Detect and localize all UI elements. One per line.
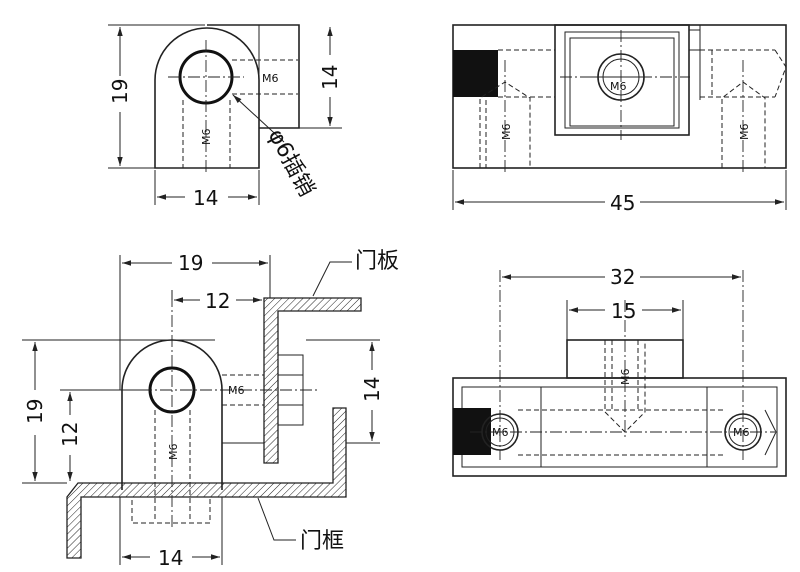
- dim-bottom-14: 14: [158, 546, 183, 570]
- dim-height: 19: [108, 79, 132, 104]
- thread-left: M6: [500, 124, 513, 141]
- front-view-top: M6 M6 M6 45: [452, 24, 787, 215]
- dim-bottom: 14: [193, 186, 218, 210]
- dim-12: 12: [205, 289, 230, 313]
- dim-right-14: 14: [360, 377, 384, 402]
- thread-label-h: M6: [262, 72, 279, 85]
- thread-h-bottom: M6: [228, 384, 245, 397]
- thread-center: M6: [610, 80, 627, 93]
- front-view-bottom: M6 M6 M6 32 15: [452, 265, 787, 477]
- label-door-frame: 门框: [300, 529, 344, 554]
- dim-top-19: 19: [178, 251, 203, 275]
- dim-15: 15: [611, 299, 636, 323]
- thread-right-bottom: M6: [733, 426, 750, 439]
- dim-left-19: 19: [23, 399, 47, 424]
- dim-right: 14: [318, 65, 342, 90]
- side-view-top: M6 M6 19 14 14 φ6插销: [108, 24, 342, 210]
- side-view-bottom: M6 M6 19 12 19 12 14: [22, 249, 399, 570]
- thread-top-bottom: M6: [619, 369, 632, 386]
- dim-width-45: 45: [610, 191, 635, 215]
- label-door-panel: 门板: [355, 249, 399, 274]
- dim-left-12: 12: [58, 422, 82, 447]
- dim-32: 32: [610, 265, 635, 289]
- thread-v-bottom: M6: [167, 444, 180, 461]
- pin-label: φ6插销: [263, 125, 319, 201]
- thread-label-v: M6: [200, 129, 213, 146]
- thread-right: M6: [738, 124, 751, 141]
